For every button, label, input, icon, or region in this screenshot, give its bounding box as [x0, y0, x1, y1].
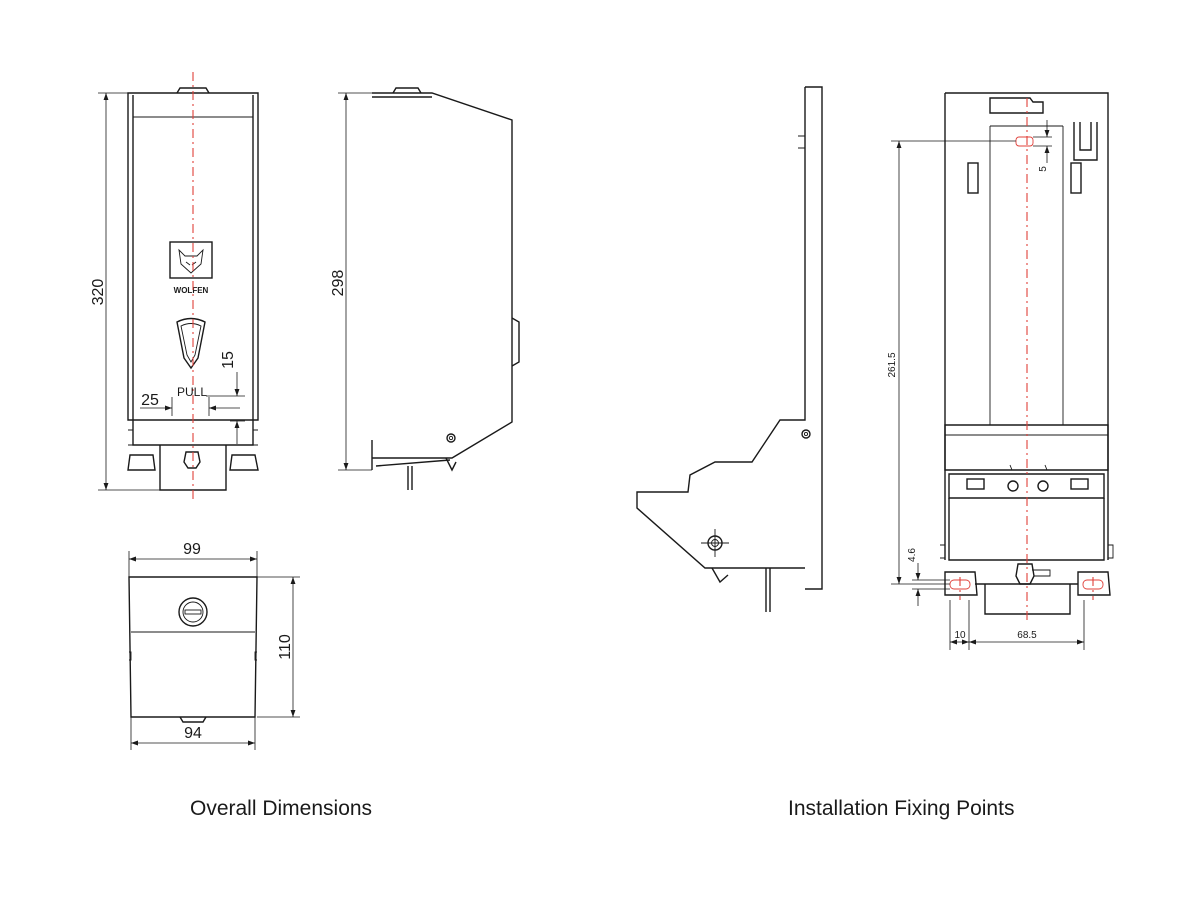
mount-hole-left: [1007, 480, 1019, 492]
bracket-screw-outer: [801, 429, 811, 439]
lock-inner: [182, 601, 204, 623]
top-fixing-slot: [1015, 136, 1034, 147]
dim-298-text: 298: [330, 270, 347, 297]
back-foot-left: [944, 571, 978, 596]
side-drip-tray-rod: [407, 466, 413, 490]
back-nozzle-lever: [1032, 569, 1051, 577]
bracket-screw-inner: [803, 431, 809, 437]
bracket-nozzle: [711, 567, 729, 584]
bracket-profile: [636, 87, 806, 569]
side-top-tab: [392, 87, 422, 94]
dim-94-text: 94: [184, 725, 202, 742]
front-view: WOLFEN 320 15 25 PULL: [90, 72, 259, 500]
dim-261-extension: [891, 140, 1016, 585]
top-side-notches: [129, 651, 257, 661]
lock-key-icon: [184, 609, 202, 615]
dim-25-text: 25: [141, 392, 159, 409]
dim-261-text: 261.5: [887, 352, 898, 377]
back-base-detail: [962, 464, 1095, 471]
installation-back-view: 5 261.5 4.6 10 68.5: [887, 92, 1114, 650]
back-foot-right: [1077, 571, 1111, 596]
front-body-outline: [127, 92, 259, 421]
top-bottom-tab: [179, 716, 207, 723]
back-slot-left: [967, 162, 979, 194]
front-foot-left: [127, 454, 156, 471]
dim-15-extension: [206, 395, 245, 422]
dim-5-extension: [1033, 136, 1052, 147]
caption-overall-dimensions: Overall Dimensions: [190, 797, 373, 820]
pull-button-inner: [180, 323, 202, 363]
wall-plate: [805, 86, 823, 590]
side-body-outline: [372, 92, 513, 459]
mount-slot-left: [966, 478, 985, 490]
back-clip: [1073, 122, 1098, 161]
back-slot-right: [1070, 162, 1082, 194]
dim-10-text: 10: [954, 630, 966, 641]
dim-15-text: 15: [220, 351, 237, 369]
side-screw-outer: [446, 433, 456, 443]
dim-99-text: 99: [183, 541, 201, 558]
back-plate-outline: [944, 92, 1109, 560]
dim-4-6-text: 4.6: [907, 548, 918, 562]
side-back-bracket: [511, 317, 520, 367]
back-side-tabs: [940, 544, 1114, 559]
back-nozzle: [1015, 563, 1035, 585]
front-nozzle: [183, 451, 201, 469]
hanger-slot: [989, 97, 1044, 114]
bracket-hole-cross: [701, 529, 729, 557]
pull-label: PULL: [177, 385, 207, 399]
front-base-ticks: [128, 429, 258, 446]
dim-25-extension: [171, 397, 210, 416]
dim-110-text: 110: [277, 634, 294, 660]
side-base-line: [371, 440, 451, 470]
bracket-tray-rod: [765, 568, 771, 612]
dim-bottom-extension: [949, 600, 1085, 650]
side-view: 298: [330, 87, 520, 490]
dim-320-extension: [98, 92, 160, 491]
front-body-edges: [132, 95, 254, 420]
brand-label: WOLFEN: [174, 286, 209, 295]
dim-320-text: 320: [90, 279, 107, 306]
back-base-block: [944, 424, 1109, 471]
side-screw-inner: [448, 435, 454, 441]
front-base-block: [132, 420, 254, 446]
installation-side-view: [636, 86, 823, 612]
wolf-head-icon: [178, 248, 204, 274]
side-nozzle: [445, 457, 457, 472]
wolfen-logo-box: [169, 241, 213, 279]
mount-hole-right: [1037, 480, 1049, 492]
caption-installation-fixing-points: Installation Fixing Points: [788, 797, 1015, 820]
dim-99-extension: [128, 551, 258, 577]
front-top-tab: [176, 87, 210, 94]
dim-5-text: 5: [1038, 166, 1049, 172]
back-lower-frame: [948, 498, 1105, 561]
dim-68-5-text: 68.5: [1017, 630, 1037, 641]
mount-slot-right: [1070, 478, 1089, 490]
top-view: 99 110 94: [128, 541, 300, 750]
lock-outer: [178, 597, 208, 627]
front-foot-right: [229, 454, 259, 471]
bracket-notch: [798, 135, 806, 149]
